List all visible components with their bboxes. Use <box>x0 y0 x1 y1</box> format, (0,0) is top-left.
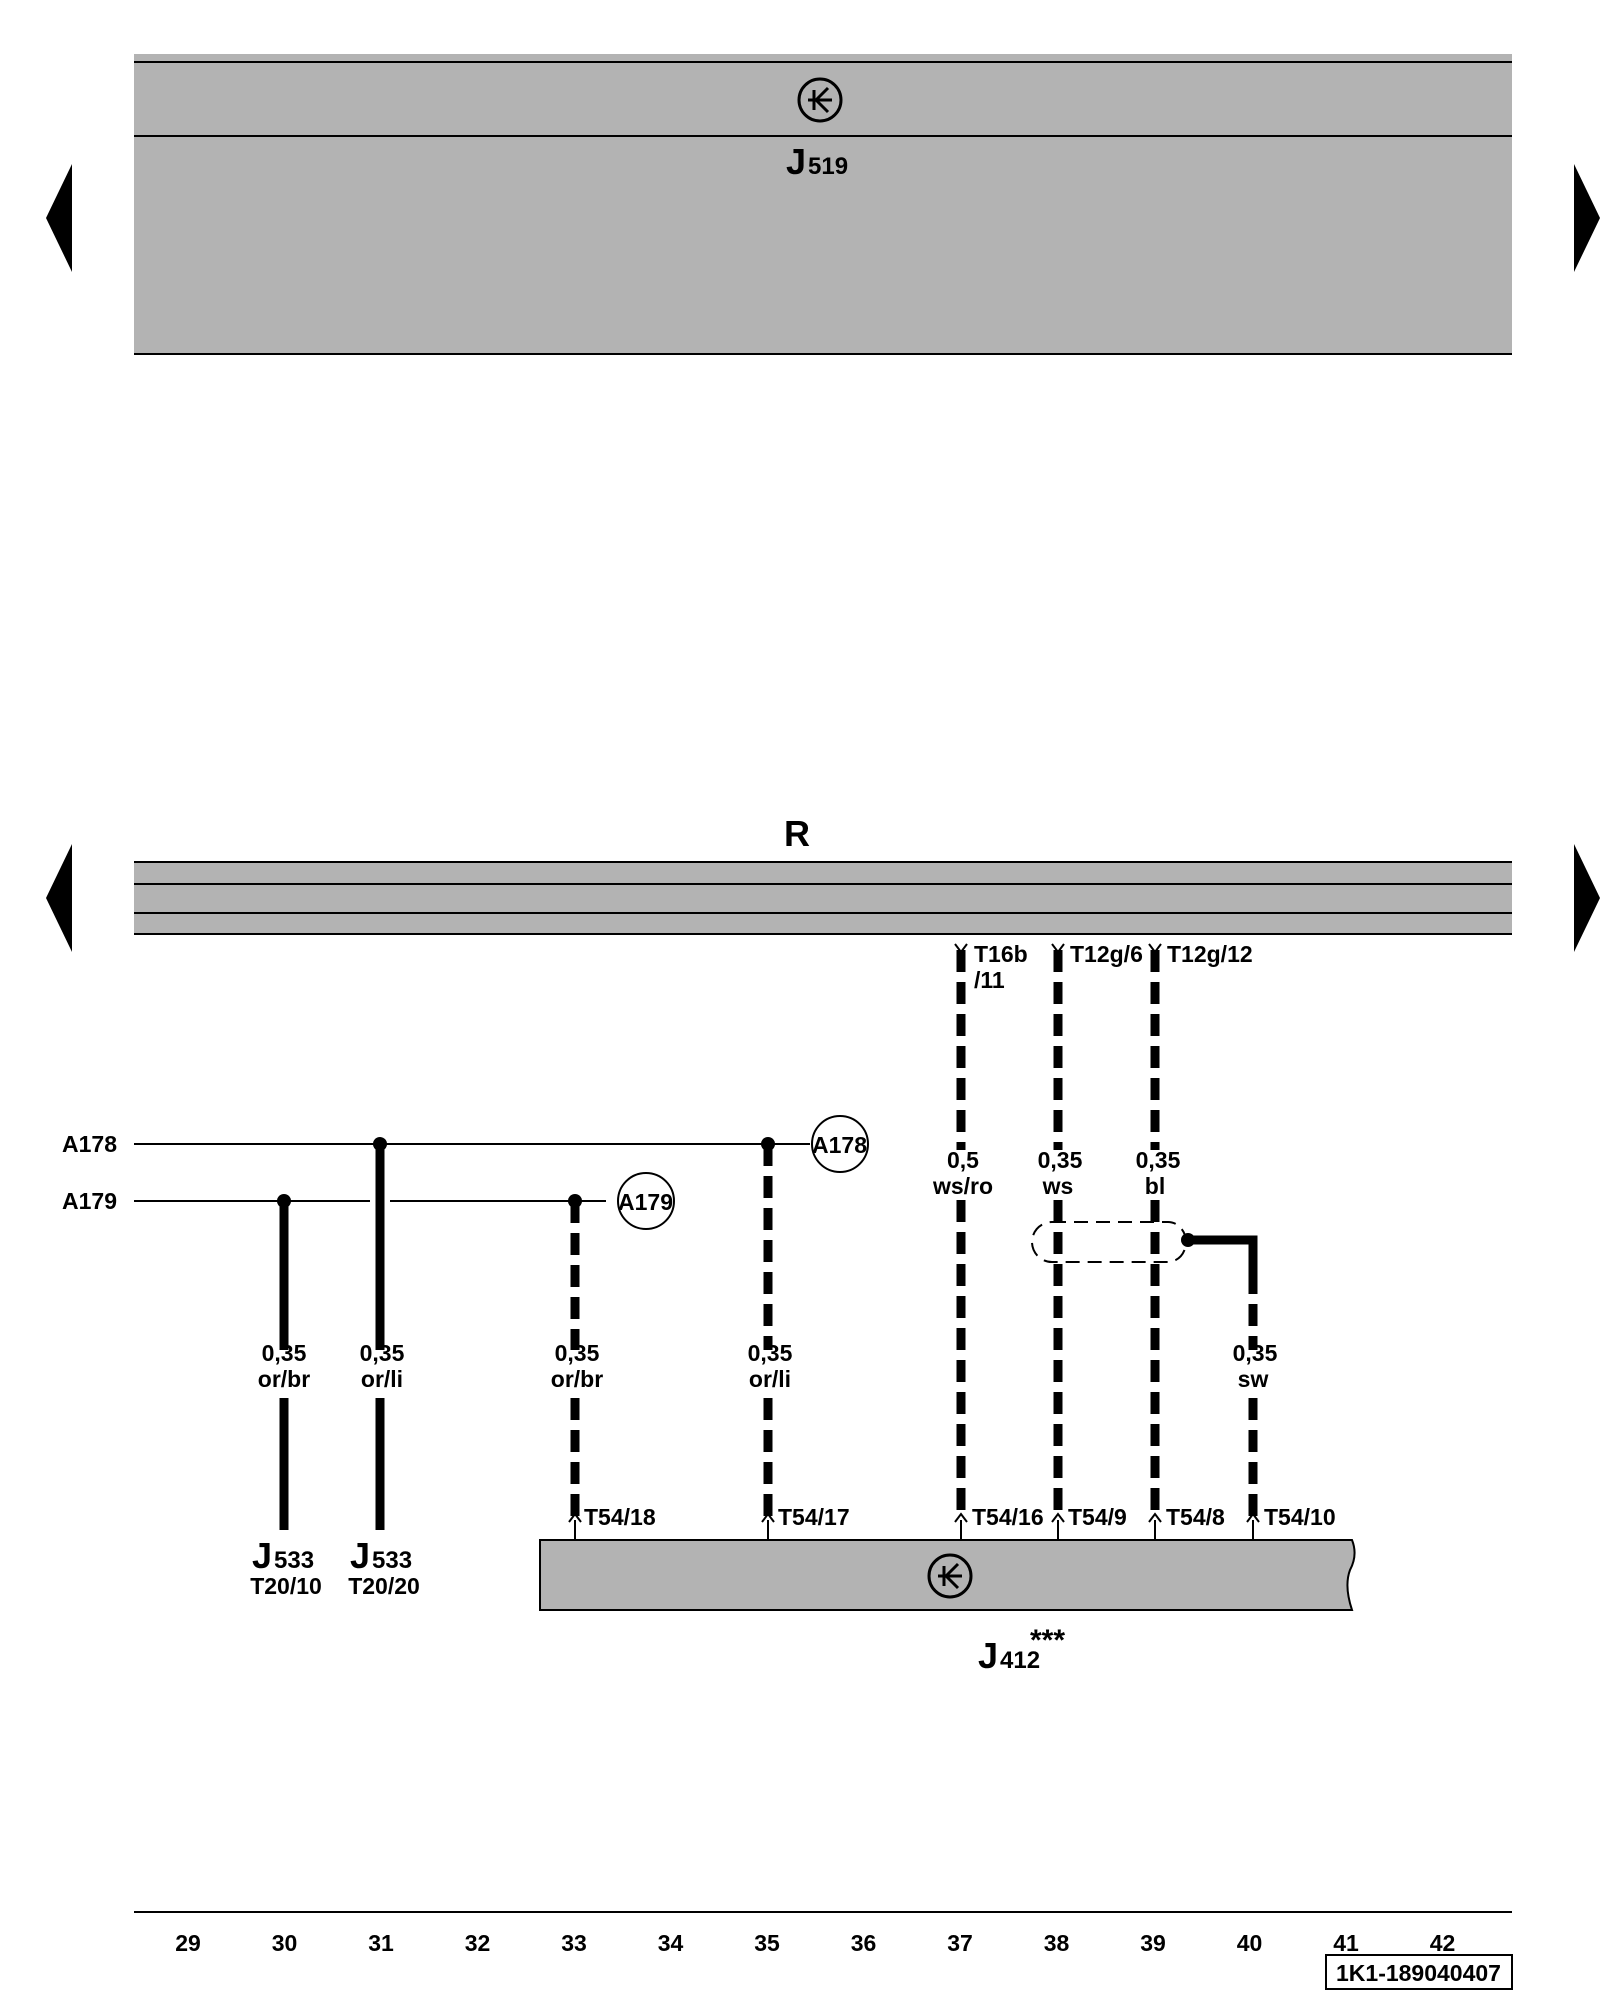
module-j412: J 412 *** <box>539 1539 1356 1676</box>
next-page-arrow-icon-lower[interactable] <box>1574 844 1600 952</box>
pin-t54-9: T54/9 <box>1068 1504 1127 1530</box>
cable-shield <box>1031 1221 1258 1290</box>
wire-col30-color: or/br <box>258 1366 310 1392</box>
column-number: 41 <box>1333 1930 1359 1956</box>
bus-a179-label: A179 <box>62 1188 117 1214</box>
wire-col38-color: ws <box>1042 1173 1074 1199</box>
module-j533-letter: J <box>252 1535 272 1576</box>
module-j533-pin: T20/20 <box>348 1573 420 1599</box>
column-number: 31 <box>368 1930 394 1956</box>
column-number: 34 <box>658 1930 684 1956</box>
control-unit-icon <box>797 77 843 123</box>
module-r-body <box>134 862 1512 934</box>
ref-a179-circle <box>617 1172 675 1230</box>
next-page-arrow-icon[interactable] <box>1574 164 1600 272</box>
module-j519-number: 519 <box>808 153 848 180</box>
connector-t16b-line1: T16b <box>974 941 1028 967</box>
module-j412-number: 412 <box>1000 1647 1040 1674</box>
wire-col33-color: or/br <box>551 1366 603 1392</box>
module-j533-col30: J 533 T20/10 <box>250 1535 322 1599</box>
module-j412-mark: *** <box>1030 1624 1065 1657</box>
previous-page-arrow-icon-lower[interactable] <box>46 844 72 952</box>
module-j533-number: 533 <box>274 1547 314 1574</box>
wire-col35-color: or/li <box>749 1366 791 1392</box>
document-id-box: 1K1-189040407 <box>1325 1954 1513 1990</box>
module-j533-letter: J <box>350 1535 370 1576</box>
wire-col38-size: 0,35 <box>1038 1147 1083 1173</box>
column-number: 29 <box>175 1930 201 1956</box>
column-number: 39 <box>1140 1930 1166 1956</box>
document-id: 1K1-189040407 <box>1336 1960 1501 1986</box>
pin-t54-10: T54/10 <box>1264 1504 1336 1530</box>
ref-a178-label: A178 <box>812 1132 867 1158</box>
column-number: 37 <box>947 1930 973 1956</box>
wire-col31-size: 0,35 <box>360 1340 405 1366</box>
wire-col40-size: 0,35 <box>1233 1340 1278 1366</box>
column-number: 36 <box>851 1930 877 1956</box>
module-j519-letter: J <box>786 141 806 182</box>
wire-col37-size: 0,5 <box>947 1147 979 1173</box>
connector-t12g12: T12g/12 <box>1167 941 1253 967</box>
wire-col39-color: bl <box>1145 1173 1165 1199</box>
connector-t16b-line2: /11 <box>974 967 1005 993</box>
ref-a179-label: A179 <box>618 1189 673 1215</box>
wire-col40-color: sw <box>1238 1366 1269 1392</box>
ref-a178-circle <box>811 1115 869 1173</box>
column-number: 33 <box>561 1930 587 1956</box>
wire-col31-color: or/li <box>361 1366 403 1392</box>
pin-t54-18: T54/18 <box>584 1504 656 1530</box>
module-j519-body <box>134 54 1512 354</box>
module-j533-pin: T20/10 <box>250 1573 322 1599</box>
wire-col33-size: 0,35 <box>555 1340 600 1366</box>
column-number: 38 <box>1044 1930 1070 1956</box>
wire-labels: 0,35 or/br 0,35 or/li 0,35 or/br 0,35 or… <box>258 1147 1278 1392</box>
column-number: 42 <box>1430 1930 1456 1956</box>
connector-t12g6: T12g/6 <box>1070 941 1143 967</box>
column-number: 35 <box>754 1930 780 1956</box>
pin-t54-8: T54/8 <box>1166 1504 1225 1530</box>
wire-col30-size: 0,35 <box>262 1340 307 1366</box>
previous-page-arrow-icon[interactable] <box>46 164 72 272</box>
module-j519: J 519 <box>134 54 1512 355</box>
module-r: R <box>134 813 1512 935</box>
module-j533-col31: J 533 T20/20 <box>348 1535 420 1599</box>
bus-a178-label: A178 <box>62 1131 117 1157</box>
bus-lines: A178 A179 A178 A179 <box>62 1115 869 1230</box>
module-j533-number: 533 <box>372 1547 412 1574</box>
column-number: 32 <box>465 1930 491 1956</box>
wire-col35-size: 0,35 <box>748 1340 793 1366</box>
module-j412-letter: J <box>978 1635 998 1676</box>
connector-labels-bottom: T54/18 T54/17 T54/16 T54/9 T54/8 T54/10 <box>584 1504 1336 1530</box>
column-number: 30 <box>272 1930 298 1956</box>
connector-labels-top: T16b /11 T12g/6 T12g/12 <box>974 941 1253 993</box>
wire-col37-color: ws/ro <box>932 1173 993 1199</box>
pin-t54-17: T54/17 <box>778 1504 850 1530</box>
control-unit-icon-j412 <box>927 1553 973 1599</box>
column-numbers: 29 30 31 32 33 34 35 36 37 38 39 40 41 42 <box>175 1930 1455 1956</box>
module-r-label: R <box>784 813 810 854</box>
wire-col39-size: 0,35 <box>1136 1147 1181 1173</box>
column-number: 40 <box>1237 1930 1263 1956</box>
pin-t54-16: T54/16 <box>972 1504 1044 1530</box>
